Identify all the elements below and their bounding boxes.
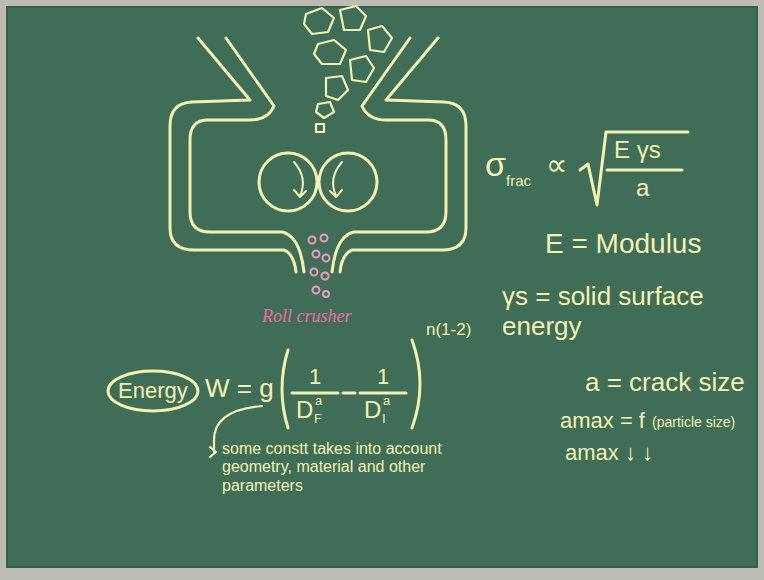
trend-note: amax ↓ ↓ xyxy=(565,440,653,465)
definition-note: E = Modulus xyxy=(545,228,701,260)
subscript: frac xyxy=(506,172,531,189)
exponent-note: n(1-2) xyxy=(426,320,471,340)
numerator: E γs xyxy=(614,136,661,164)
rock xyxy=(304,8,334,34)
roll xyxy=(319,153,377,211)
particle xyxy=(323,291,329,297)
rock xyxy=(314,40,346,64)
fraction-bar xyxy=(607,169,682,172)
close-bracket xyxy=(412,340,420,428)
subscript: I xyxy=(382,412,386,427)
subscript: F xyxy=(314,412,322,427)
housing-inner-wall xyxy=(190,38,304,272)
stress-symbol: σ xyxy=(485,145,506,184)
rock xyxy=(316,102,334,118)
housing-inner-wall xyxy=(332,38,446,272)
particle xyxy=(309,237,316,244)
minus-sign xyxy=(343,392,355,395)
particle xyxy=(321,235,328,242)
open-bracket xyxy=(282,350,288,428)
particle xyxy=(322,273,329,280)
annotation-note: some constt takes into account geometry,… xyxy=(222,440,462,495)
crushed-particles xyxy=(309,235,330,298)
definition-note: amax = f xyxy=(560,408,645,433)
rock xyxy=(340,6,366,30)
numerator: 1 xyxy=(309,364,321,389)
particle xyxy=(323,255,330,262)
square-root-sign xyxy=(580,132,688,205)
rotation-arrow xyxy=(330,162,342,197)
particle xyxy=(313,287,320,294)
denominator: a xyxy=(636,174,649,202)
equation-term: W = g xyxy=(205,374,274,404)
denominator: D xyxy=(296,396,313,424)
housing-left xyxy=(170,38,317,272)
rock xyxy=(368,26,392,52)
rocks xyxy=(304,6,392,132)
rock xyxy=(350,56,374,82)
definition-note: γs = solid surface energy xyxy=(502,282,757,342)
rock xyxy=(316,124,324,132)
proportional-sign: ∝ xyxy=(546,148,567,183)
roll xyxy=(259,153,317,211)
rotation-arrow xyxy=(294,162,306,197)
numerator: 1 xyxy=(377,364,389,389)
circled-word xyxy=(108,371,198,411)
particle xyxy=(313,251,320,258)
circled-word: Energy xyxy=(118,378,188,403)
particle xyxy=(311,269,318,276)
definition-note: (particle size) xyxy=(652,414,735,430)
figure-caption: Roll crusher xyxy=(262,306,352,327)
denominator: D xyxy=(364,396,381,424)
superscript: a xyxy=(315,394,322,409)
superscript: a xyxy=(383,394,390,409)
housing-right xyxy=(319,38,466,272)
definition-note: a = crack size xyxy=(585,368,745,398)
rock xyxy=(326,76,348,100)
